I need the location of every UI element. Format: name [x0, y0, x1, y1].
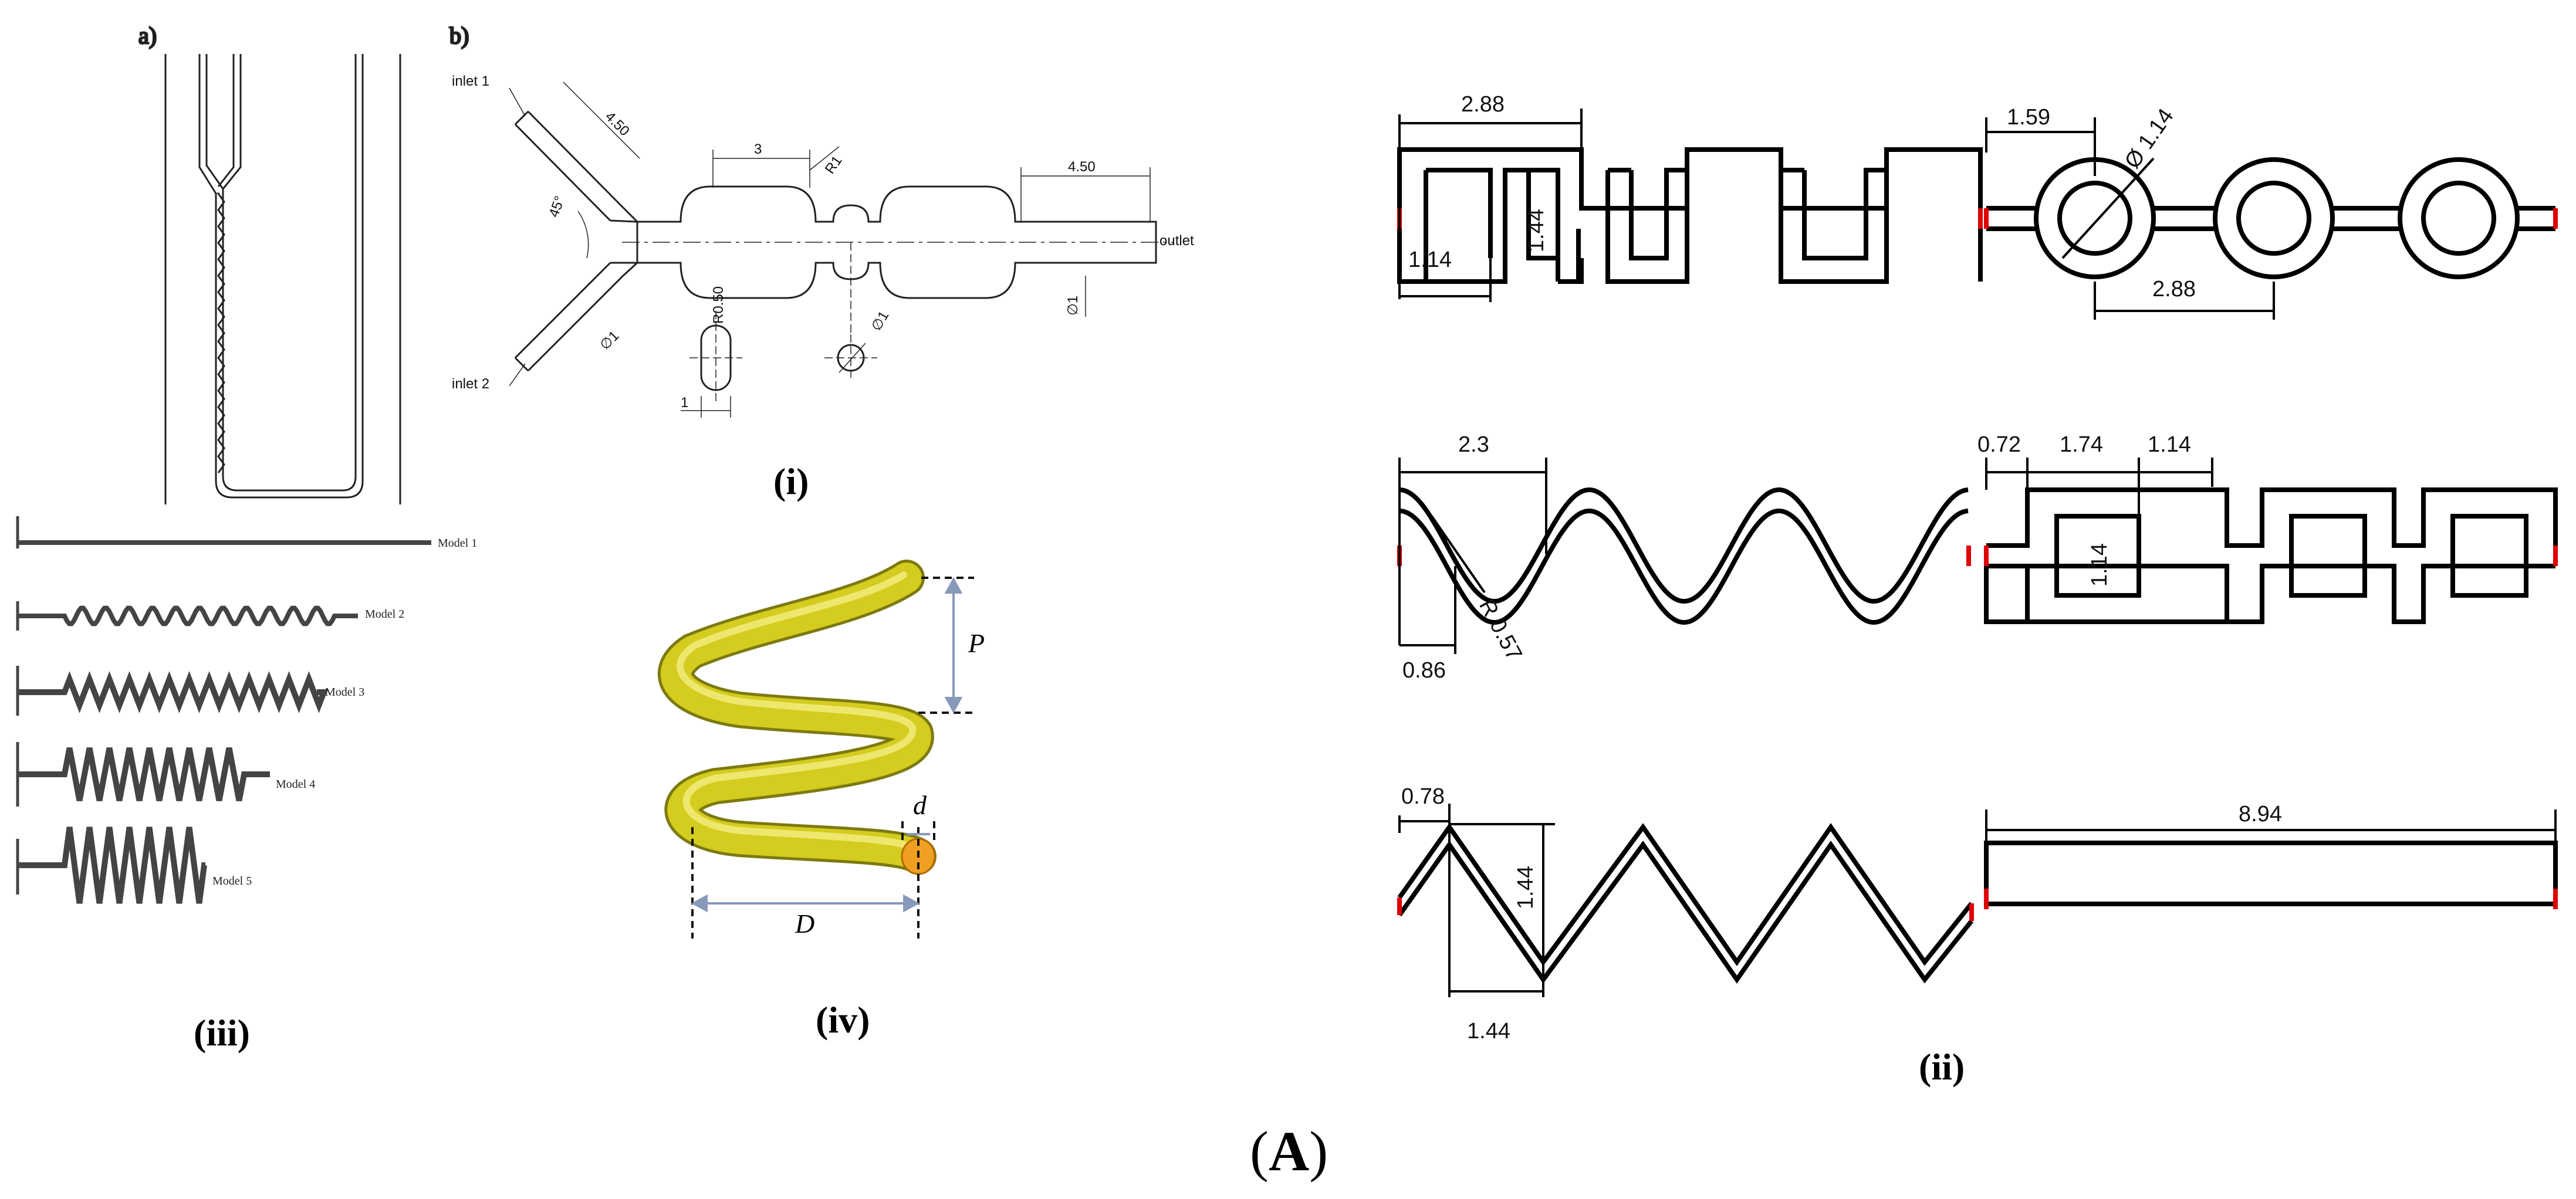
panel-b-text: inlet 1 inlet 2 outlet 4.50 45° ∅1 3 R1 … — [452, 73, 1194, 502]
figure-caption-letter: A — [1269, 1120, 1309, 1183]
figure-caption: (A) — [1250, 1120, 1328, 1183]
tube-diameter-label: d — [913, 790, 927, 820]
caption-i: (i) — [773, 460, 809, 502]
model3-label: Model 3 — [325, 686, 364, 699]
model4-label: Model 4 — [276, 778, 315, 791]
row2-sine-serpentine-inner — [1399, 508, 1969, 625]
coil-highlight — [676, 571, 919, 853]
model2-label: Model 2 — [365, 608, 404, 621]
panel-a-label: a) — [138, 22, 157, 49]
panel-b-label: b) — [449, 22, 469, 49]
row1-ring-2-outer — [2213, 157, 2335, 279]
dim-0-86: 0.86 — [1402, 658, 1446, 683]
pitch-label: P — [968, 628, 985, 658]
panel-iii — [16, 516, 431, 904]
dim-3: 3 — [754, 141, 762, 157]
dim-1-74: 1.74 — [2060, 432, 2103, 457]
panel-a: a) — [138, 22, 401, 504]
dim-inlet-length: 4.50 — [602, 109, 633, 139]
row1-ring-3-outer — [2398, 157, 2520, 279]
panel-ii-dimension-lines — [1398, 109, 2557, 997]
dim-1-14-row2-top: 1.14 — [2148, 432, 2191, 457]
dim-2-3: 2.3 — [1458, 432, 1489, 457]
row2-sine-serpentine-outer — [1399, 487, 1969, 604]
caption-iii: (iii) — [194, 1012, 250, 1054]
dim-outlet-length: 4.50 — [1068, 159, 1096, 175]
row1-circle-chain — [1984, 206, 2558, 231]
dim-outlet-diameter: ∅1 — [1065, 296, 1081, 316]
model3-channel — [18, 671, 329, 713]
row1-ring-2-inner — [2236, 181, 2311, 256]
inlet2-label: inlet 2 — [452, 376, 489, 392]
dim-1-44-row3-horizontal: 1.44 — [1467, 1019, 1510, 1044]
dim-angle: 45° — [546, 194, 568, 219]
dim-8-94: 8.94 — [2239, 802, 2282, 827]
dim-2-88-top: 2.88 — [1461, 92, 1505, 117]
dim-2-88-bottom: 2.88 — [2152, 277, 2196, 302]
dim-1-14-row2-vertical: 1.14 — [2087, 543, 2112, 587]
row3-zigzag-outer — [1397, 822, 1974, 967]
row2-square-1-hole — [2054, 514, 2141, 598]
model1-label: Model 1 — [438, 537, 477, 550]
row3-straight-channel — [1984, 841, 2558, 906]
row3-zigzag-inner — [1397, 840, 1974, 984]
model5-label: Model 5 — [212, 875, 252, 888]
coil-diameter-label: D — [795, 909, 814, 939]
dim-inlet-diameter: ∅1 — [597, 328, 622, 353]
row2-square-3-hole — [2450, 514, 2528, 598]
dim-1-59: 1.59 — [2007, 105, 2050, 130]
row2-square-2-hole — [2289, 514, 2367, 598]
dim-hole-diameter: ∅1 — [868, 309, 893, 334]
panel-a-wavy-channel — [217, 192, 225, 473]
panel-iii-text: Model 1 Model 2 Model 3 Model 4 Model 5 … — [194, 537, 477, 1054]
dim-slot-width: 1 — [681, 395, 688, 411]
model2-channel — [18, 605, 358, 626]
row2-square-chain — [1984, 487, 2558, 624]
model5-channel — [18, 827, 207, 904]
row1-square-serpentine — [1397, 147, 1983, 284]
dim-1-44-row3-vertical: 1.44 — [1513, 866, 1538, 909]
dim-1-14-row1: 1.14 — [1408, 248, 1452, 272]
panel-ii — [1397, 147, 2558, 984]
panel-b: b) — [449, 22, 1174, 418]
dim-0-72: 0.72 — [1977, 432, 2021, 457]
row1-ring-3-inner — [2421, 181, 2496, 256]
row1-ring-1-inner — [2057, 181, 2132, 256]
dim-0-78: 0.78 — [1401, 784, 1445, 809]
caption-ii: (ii) — [1919, 1046, 1965, 1088]
dim-1-44-row1: 1.44 — [1524, 209, 1549, 252]
dim-r1: R1 — [822, 153, 846, 177]
caption-iv: (iv) — [816, 999, 870, 1041]
model4-channel — [18, 747, 270, 801]
dim-slot-radius: R0.50 — [711, 286, 726, 324]
panel-iv: P d D (iv) — [657, 560, 985, 1041]
inlet1-label: inlet 1 — [452, 73, 489, 89]
outlet-label: outlet — [1159, 233, 1194, 249]
